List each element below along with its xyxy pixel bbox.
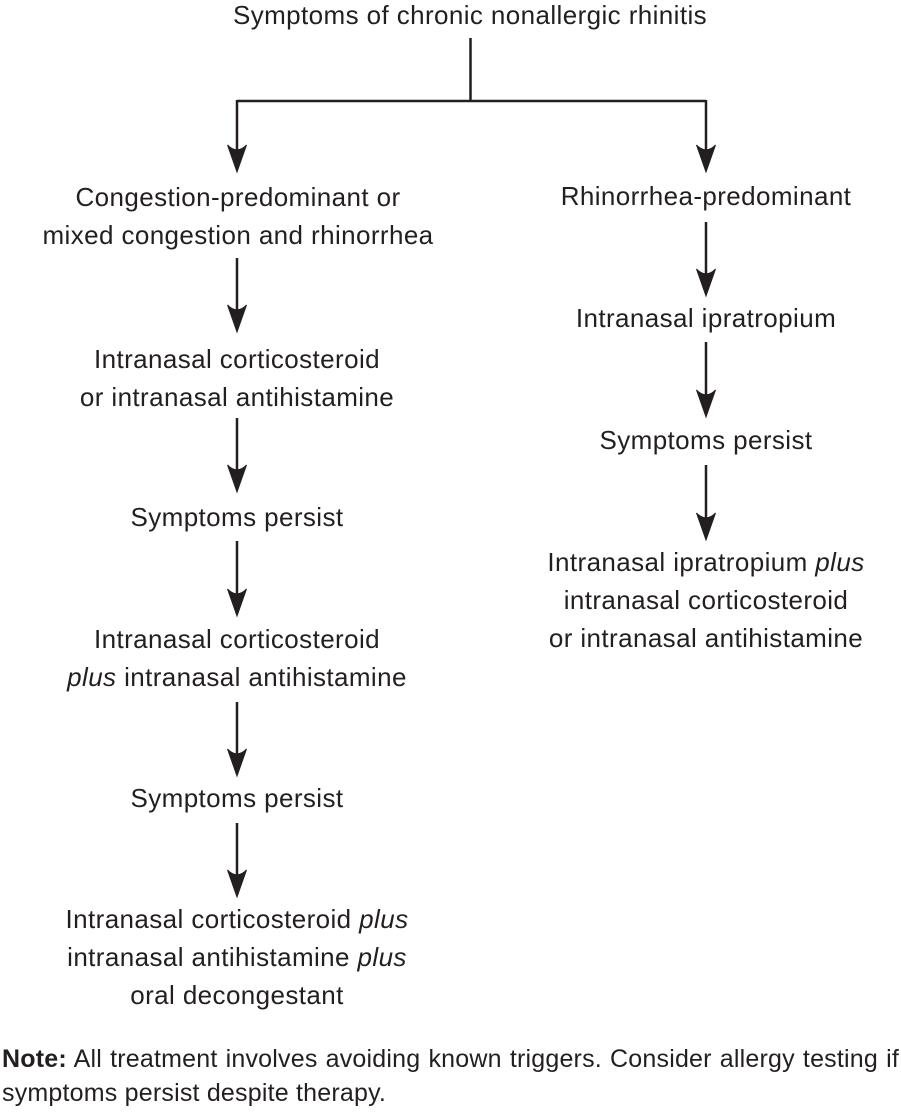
node-symptoms-persist-left-2: Symptoms persist <box>130 783 344 813</box>
node-corticosteroid-plus-antihistamine: Intranasal corticosteroid plus intranasa… <box>67 620 407 696</box>
node-line: Congestion-predominant or <box>75 182 401 212</box>
node-intranasal-ipratropium: Intranasal ipratropium <box>575 303 837 333</box>
footnote-text: All treatment involves avoiding known tr… <box>2 1045 899 1107</box>
node-line-text: intranasal antihistamine <box>116 662 407 692</box>
node-line-text: intranasal antihistamine <box>67 942 358 972</box>
node-congestion-predominant: Congestion-predominant or mixed congesti… <box>42 178 433 254</box>
italic-plus: plus <box>359 904 409 934</box>
arrow-down-icon <box>227 823 247 899</box>
branch-connector <box>227 38 716 174</box>
node-line: intranasal antihistamine plus <box>66 938 409 976</box>
italic-plus: plus <box>67 662 117 692</box>
arrow-down-icon <box>696 342 716 419</box>
flowchart-title: Symptoms of chronic nonallergic rhinitis <box>232 0 708 30</box>
node-line: Intranasal ipratropium plus <box>547 543 864 581</box>
node-ipratropium-plus-corticosteroid-or-antihistamine: Intranasal ipratropium plus intranasal c… <box>547 543 864 657</box>
node-rhinorrhea-predominant: Rhinorrhea-predominant <box>560 181 852 211</box>
node-line: Intranasal corticosteroid plus <box>66 900 409 938</box>
node-line: oral decongestant <box>130 980 344 1010</box>
arrow-down-icon <box>696 465 716 542</box>
node-corticosteroid-antihistamine-oral-decongestant: Intranasal corticosteroid plus intranasa… <box>66 900 409 1014</box>
arrow-down-icon <box>696 144 716 174</box>
arrow-down-icon <box>696 222 716 298</box>
footnote: Note: All treatment involves avoiding kn… <box>2 1042 899 1110</box>
node-line: Intranasal corticosteroid <box>93 344 381 374</box>
node-line: plus intranasal antihistamine <box>67 658 407 696</box>
node-line-text: Intranasal corticosteroid <box>65 904 360 934</box>
italic-plus: plus <box>357 942 407 972</box>
node-line-text: Intranasal ipratropium <box>547 547 816 577</box>
node-symptoms-persist-left-1: Symptoms persist <box>130 502 344 532</box>
node-intranasal-corticosteroid-or-antihistamine: Intranasal corticosteroid or intranasal … <box>80 340 394 416</box>
node-line: Intranasal corticosteroid <box>93 624 381 654</box>
italic-plus: plus <box>815 547 865 577</box>
node-line: or intranasal antihistamine <box>548 623 864 653</box>
node-line: intranasal corticosteroid <box>563 585 849 615</box>
node-line: mixed congestion and rhinorrhea <box>42 220 434 250</box>
arrow-down-icon <box>227 541 247 618</box>
footnote-label: Note: <box>2 1045 67 1073</box>
arrow-down-icon <box>227 144 247 174</box>
arrow-down-icon <box>227 258 247 334</box>
arrow-down-icon <box>227 418 247 494</box>
node-symptoms-persist-right: Symptoms persist <box>599 425 813 455</box>
node-line: or intranasal antihistamine <box>79 382 395 412</box>
arrow-down-icon <box>227 702 247 778</box>
